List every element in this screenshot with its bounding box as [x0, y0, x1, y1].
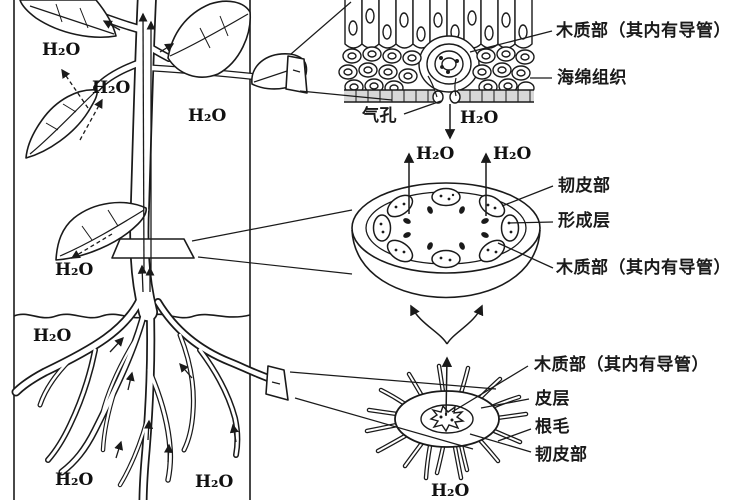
plant-flow-arrows: [61, 12, 239, 463]
label-cortex: 皮层: [535, 389, 570, 408]
section-flow-arrows: [403, 104, 492, 417]
label-stem-phloem: 韧皮部: [558, 176, 611, 195]
leaf-cross-section: [338, 0, 535, 104]
h2o-label-stem-right: H₂O: [493, 144, 532, 164]
h2o-label-stoma: H₂O: [460, 108, 499, 128]
root-cross-section: [364, 363, 529, 481]
inter-bundle-spots: [403, 206, 489, 250]
label-spongy-tissue: 海绵组织: [557, 68, 627, 87]
stem-cut-wedge: [111, 238, 195, 259]
lower-epidermis: [344, 75, 534, 104]
h2o-label-root-left: H₂O: [55, 470, 94, 490]
h2o-label-stem-left: H₂O: [416, 144, 455, 164]
label-root-hair: 根毛: [535, 417, 570, 436]
label-leaf-xylem: 木质部（其内有导管）: [556, 21, 731, 40]
label-stem-xylem: 木质部（其内有导管）: [556, 258, 731, 277]
section-cut-wedges: [111, 55, 308, 401]
label-stoma: 气孔: [362, 106, 397, 125]
h2o-label-leaf-lower: H₂O: [55, 260, 94, 280]
root-to-stem-arrow: [441, 356, 453, 417]
leaf-cut-wedge: [285, 55, 308, 94]
h2o-label-soil: H₂O: [33, 326, 72, 346]
h2o-label-root-right: H₂O: [195, 472, 234, 492]
plant-leaves: [19, 0, 308, 261]
guard-cell: [432, 90, 444, 104]
spongy-cells: [338, 46, 535, 96]
root-xylem-star: [429, 404, 465, 433]
h2o-label-leaf-right: H₂O: [188, 106, 227, 126]
h2o-label-leaf-left-mid: H₂O: [92, 78, 131, 98]
disc-side-wall: [351, 229, 541, 299]
h2o-label-root-bottom: H₂O: [431, 481, 470, 500]
label-cambium: 形成层: [558, 211, 611, 230]
leaf-vein-bundle: [418, 35, 480, 93]
label-leader-lines: [403, 30, 554, 453]
projection-lines: [191, 1, 497, 450]
label-root-xylem: 木质部（其内有导管）: [534, 355, 709, 374]
h2o-label-leaf-left-top: H₂O: [42, 40, 81, 60]
stem-cross-section: [351, 182, 541, 299]
label-root-phloem: 韧皮部: [535, 445, 588, 464]
